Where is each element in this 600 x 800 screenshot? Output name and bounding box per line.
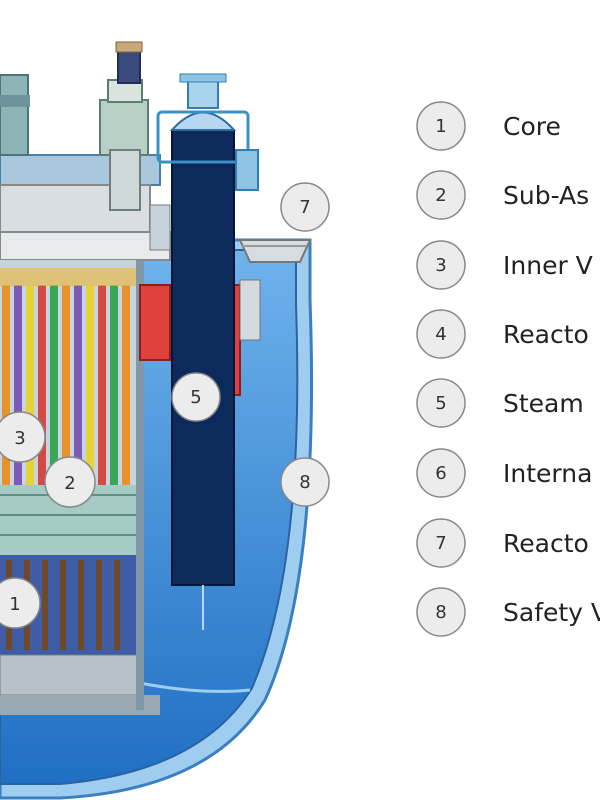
- legend: 1 Core 2 Sub-As 3 Inner V 4 Reacto 5 Ste…: [416, 101, 600, 637]
- legend-label: Steam: [503, 389, 584, 418]
- callout-8: 8: [280, 457, 330, 507]
- callout-3-label: 3: [14, 428, 25, 449]
- legend-number: 5: [435, 393, 446, 414]
- legend-item-7: 7 Reacto: [416, 518, 589, 568]
- legend-number: 3: [435, 255, 446, 276]
- legend-item-8: 8 Safety V: [416, 587, 600, 637]
- legend-item-6: 6 Interna: [416, 448, 592, 498]
- callout-2-label: 2: [64, 473, 75, 494]
- steam-generator: [156, 73, 259, 630]
- callout-5: 5: [171, 372, 221, 422]
- legend-item-5: 5 Steam: [416, 378, 584, 428]
- callout-1: 1: [0, 577, 41, 629]
- legend-label: Interna: [503, 459, 592, 488]
- callout-7: 7: [280, 182, 330, 232]
- legend-number: 6: [435, 463, 446, 484]
- top-drives: [0, 41, 149, 211]
- legend-item-4: 4 Reacto: [416, 309, 589, 359]
- legend-label: Inner V: [503, 251, 593, 280]
- legend-number: 2: [435, 185, 446, 206]
- callout-7-label: 7: [299, 197, 310, 218]
- legend-item-1: 1 Core: [416, 101, 561, 151]
- callout-8-label: 8: [299, 472, 310, 493]
- callout-3: 3: [0, 411, 46, 463]
- fuel-subassemblies: [2, 285, 130, 485]
- legend-label: Core: [503, 112, 561, 141]
- legend-number: 7: [435, 533, 446, 554]
- legend-label: Safety V: [503, 598, 600, 627]
- legend-item-2: 2 Sub-As: [416, 170, 589, 220]
- callout-5-label: 5: [190, 387, 201, 408]
- legend-number: 1: [435, 116, 446, 137]
- legend-number: 4: [435, 324, 446, 345]
- legend-label: Reacto: [503, 529, 589, 558]
- reactor-lid: [0, 154, 312, 263]
- callout-2: 2: [44, 456, 96, 508]
- legend-label: Reacto: [503, 320, 589, 349]
- legend-label: Sub-As: [503, 181, 589, 210]
- legend-number: 8: [435, 602, 446, 623]
- legend-item-3: 3 Inner V: [416, 240, 593, 290]
- callout-1-label: 1: [9, 594, 20, 615]
